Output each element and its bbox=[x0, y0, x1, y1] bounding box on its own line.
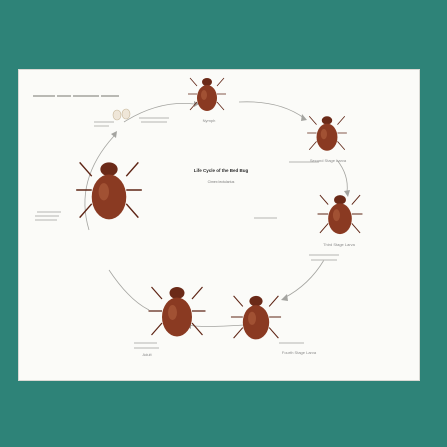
label-nymph: Nymph bbox=[189, 118, 229, 123]
center-title: Life Cycle of the Bed Bug bbox=[191, 168, 251, 174]
label-adult: Adult bbox=[127, 352, 167, 357]
label-second-stage: Second Stage Larva bbox=[303, 158, 353, 163]
bedbug-fourth-stage bbox=[227, 288, 285, 346]
bedbug-adult-left bbox=[73, 152, 145, 228]
label-third-stage: Third Stage Larva bbox=[311, 242, 367, 247]
arrow-nymph-to-second bbox=[239, 102, 304, 118]
arrow-left-curve bbox=[109, 270, 149, 310]
bedbug-third-stage bbox=[315, 188, 365, 240]
label-fourth-stage: Fourth Stage Larva bbox=[271, 350, 327, 355]
arrow-third-to-fourth bbox=[284, 260, 324, 298]
bedbug-adult-bottom bbox=[145, 278, 209, 344]
bedbug-second-stage bbox=[305, 110, 349, 156]
arrow-egg-to-nymph bbox=[124, 103, 194, 122]
bedbug-nymph-top bbox=[187, 72, 227, 116]
bedbug-eggs bbox=[111, 108, 133, 122]
diagram-panel: Life Cycle of the Bed Bug Cimex lectular… bbox=[19, 70, 419, 380]
center-subtitle: Cimex lectularius bbox=[191, 180, 251, 184]
